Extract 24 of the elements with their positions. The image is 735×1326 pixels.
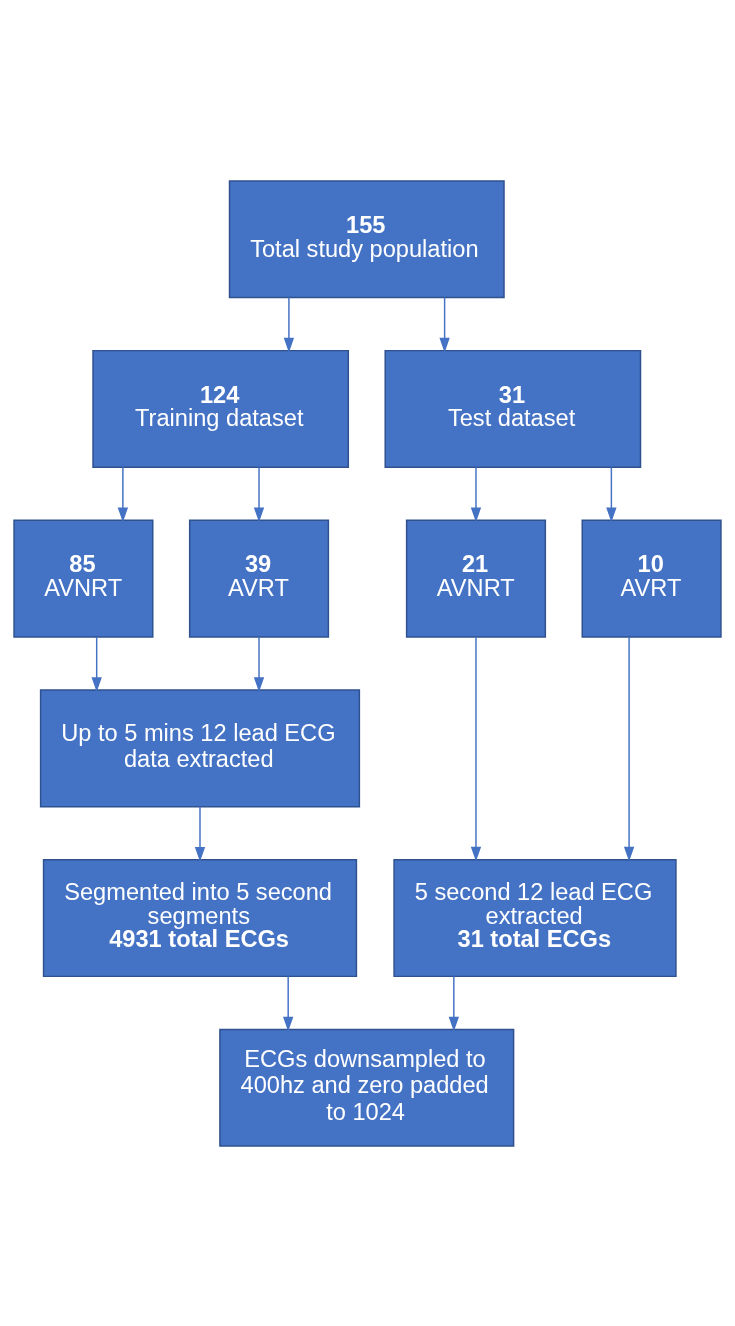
node-box: 31 Test dataset bbox=[384, 349, 642, 468]
arrow bbox=[283, 975, 294, 1031]
node-box: Segmented into 5 second segments 4931 total ECGs bbox=[42, 858, 358, 977]
node-box: 39 AVRT bbox=[188, 519, 330, 638]
arrow bbox=[194, 805, 206, 862]
node-box: 124 Training dataset bbox=[92, 349, 350, 468]
arrow bbox=[91, 635, 102, 692]
node-box: 155 Total study population bbox=[228, 179, 505, 298]
arrow bbox=[253, 635, 265, 692]
node-box: Up to 5 mins 12 lead ECG data extracted bbox=[39, 688, 361, 807]
arrow bbox=[439, 296, 450, 353]
node-box: 10 AVRT bbox=[581, 519, 722, 638]
node-box: 5 second 12 lead ECG extracted 31 total ECGs bbox=[393, 858, 677, 977]
arrow bbox=[448, 975, 459, 1031]
arrow bbox=[606, 466, 617, 522]
arrow bbox=[470, 635, 482, 862]
node-box: ECGs downsampled to 400hz and zero padded to 1024 bbox=[219, 1028, 515, 1147]
arrow bbox=[470, 466, 482, 522]
node-box: 85 AVNRT bbox=[13, 519, 154, 638]
arrow bbox=[253, 466, 265, 522]
arrow bbox=[283, 296, 295, 353]
arrow bbox=[117, 466, 129, 522]
node-box: 21 AVNRT bbox=[405, 519, 547, 638]
arrow bbox=[623, 635, 635, 862]
